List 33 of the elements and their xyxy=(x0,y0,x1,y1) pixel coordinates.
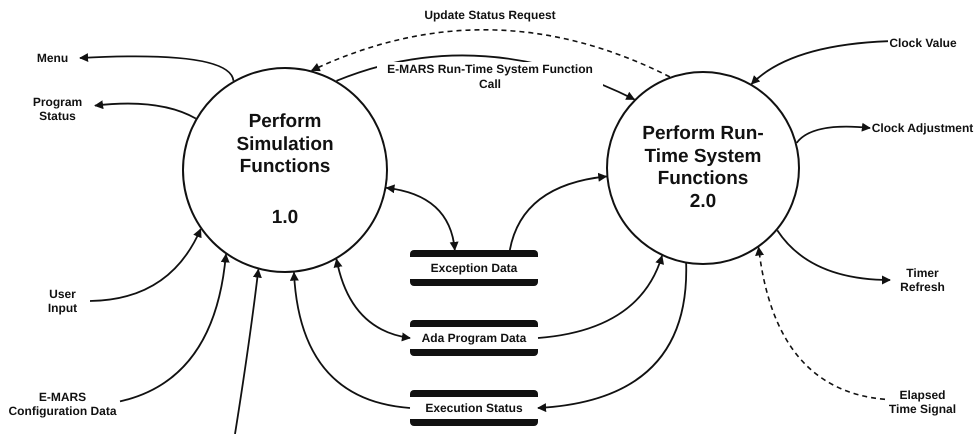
arrow xyxy=(290,272,410,409)
dashed-arrow xyxy=(755,246,886,400)
process-circle xyxy=(606,71,800,265)
arrow xyxy=(386,184,458,251)
arrow xyxy=(120,253,230,402)
external-entity-label: Elapsed Time Signal xyxy=(885,375,960,429)
arrow xyxy=(750,40,888,85)
process-name: Perform Run-Time System Functions xyxy=(641,122,765,192)
external-entity-label: Program Status xyxy=(20,92,95,126)
arrow xyxy=(94,100,196,120)
arrow xyxy=(776,230,891,284)
external-entity-label: User Input xyxy=(35,283,90,319)
dashed-arrow xyxy=(310,29,670,78)
store-label: Ada Program Data xyxy=(418,331,530,345)
external-entity-label: E-MARS Configuration Data xyxy=(5,378,120,430)
process-name: Perform Simulation Functions xyxy=(235,110,335,180)
arrow xyxy=(90,228,202,302)
external-entity-label: Menu xyxy=(25,48,80,68)
arrow xyxy=(334,258,411,341)
process-number: 1.0 xyxy=(272,207,298,230)
external-entity-label: Clock Adjustment xyxy=(870,110,975,146)
arrow xyxy=(508,173,608,250)
external-entity-label: Clock Value xyxy=(888,25,958,61)
data-store xyxy=(410,320,538,356)
arrow xyxy=(234,268,262,434)
arrow xyxy=(79,53,234,82)
external-entity-label: Timer Refresh xyxy=(890,262,955,298)
data-store xyxy=(410,390,538,426)
data-store xyxy=(410,250,538,286)
arrow xyxy=(796,122,871,144)
arrow xyxy=(537,264,688,412)
arrow xyxy=(538,255,664,339)
process-number: 2.0 xyxy=(690,191,716,214)
